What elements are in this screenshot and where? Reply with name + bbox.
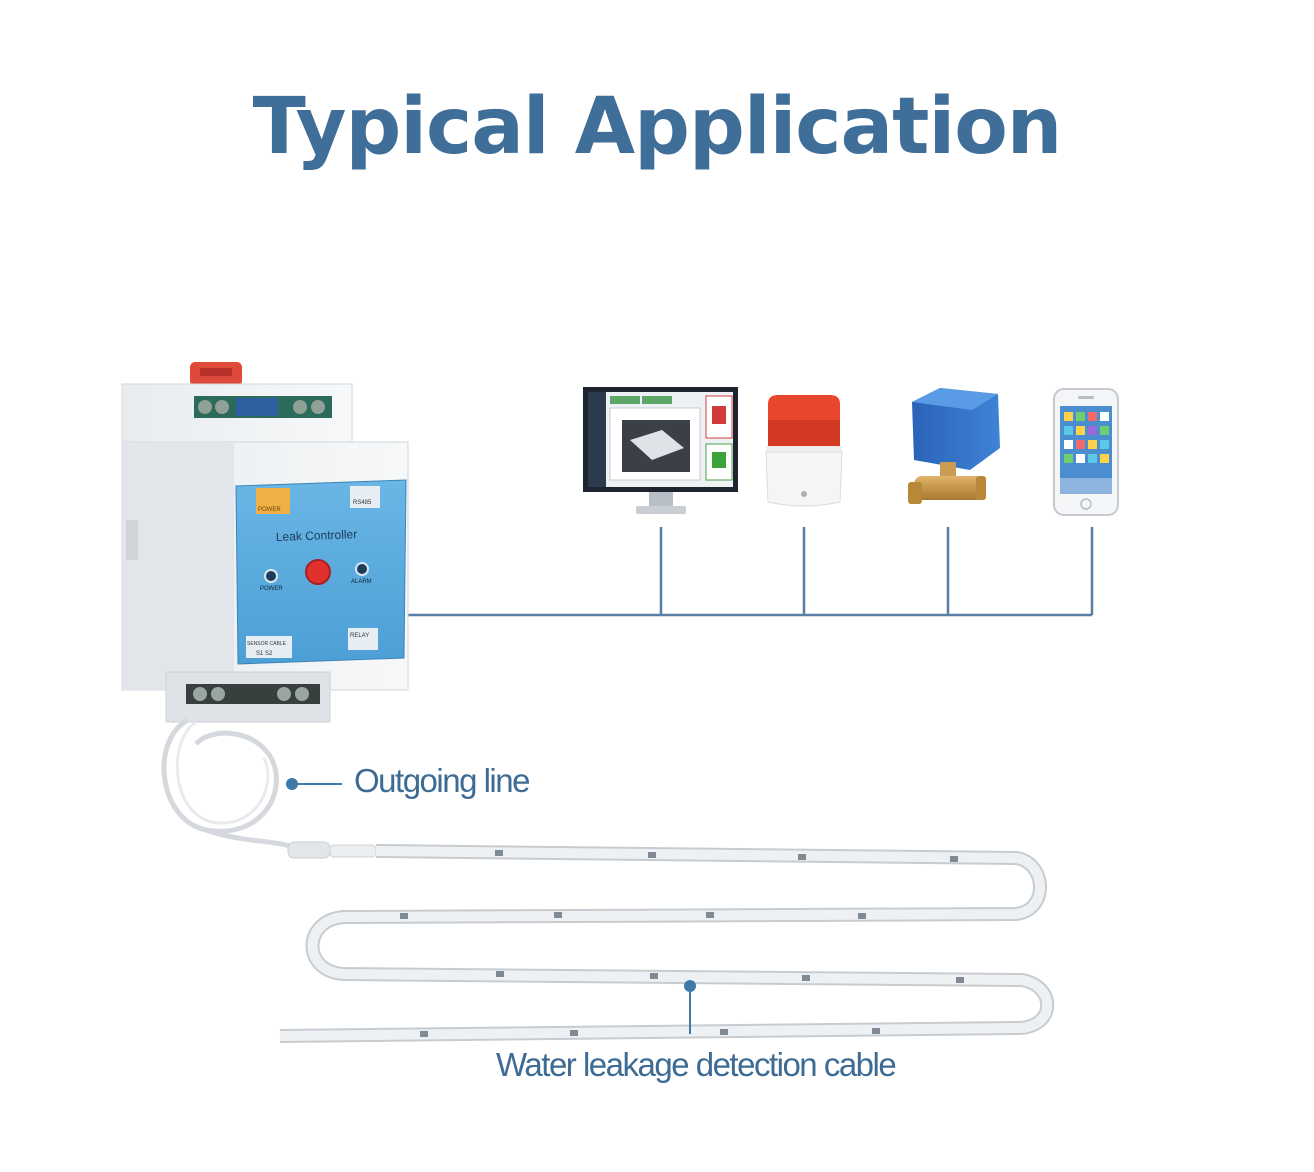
rs485-label: RS485 (353, 500, 372, 506)
alarm-light-icon (765, 395, 843, 507)
power-indicator-label-block (256, 488, 290, 514)
cable-connector (287, 841, 331, 859)
outgoing-line-label: Outgoing line (354, 762, 530, 799)
smartphone-icon (1053, 388, 1119, 516)
alarm-led-label: ALARM (351, 579, 372, 585)
power-led-label: POWER (260, 586, 283, 592)
detection-cable-callout (684, 980, 696, 1034)
reset-button (305, 559, 331, 585)
monitor-icon (583, 387, 738, 514)
power-label: POWER (258, 507, 281, 513)
outgoing-line-callout (286, 778, 342, 790)
connection-lines (404, 527, 1094, 617)
leak-controller-device (121, 362, 409, 723)
alarm-led (355, 562, 369, 576)
power-led (264, 569, 278, 583)
water-leakage-detection-cable (279, 844, 1055, 1043)
outgoing-line-coil (161, 717, 300, 853)
sensor-cable-label: SENSOR CABLE (247, 641, 287, 647)
page-title: Typical Application (252, 82, 1063, 172)
motorized-valve-icon (908, 388, 1000, 504)
controller-name: Leak Controller (276, 527, 358, 544)
sensor-pins-label: S1 S2 (256, 651, 273, 657)
detection-cable-label: Water leakage detection cable (496, 1046, 897, 1083)
relay-label: RELAY (350, 633, 369, 639)
